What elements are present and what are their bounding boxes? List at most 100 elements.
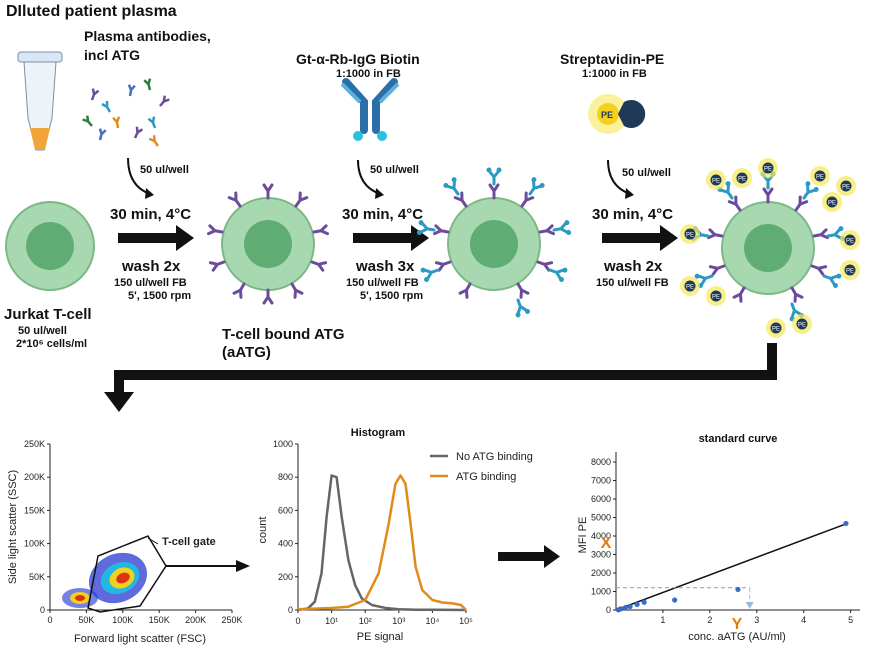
curve-xtick-label: 3 [754,615,759,625]
scatter-ytick-label: 250K [24,439,45,449]
curve-xlabel: conc. aATG (AU/ml) [688,631,786,643]
hist-ytick-label: 400 [278,539,293,549]
step1-heading-line1: Plasma antibodies, [84,28,211,44]
hist-xtick-label: 10¹ [325,616,338,626]
standard-curve-title: standard curve [699,433,778,445]
curve-axes [615,452,860,611]
guide-arrowhead [745,602,754,609]
step2-volume: 50 ul/well [370,164,419,176]
hist-ytick-label: 0 [288,605,293,615]
biotin-antibody-icon [340,78,400,141]
step1-wash-detail1: 150 ul/well FB [114,277,187,289]
curve-xtick-label: 1 [660,615,665,625]
curve-ytick-label: 3000 [591,550,611,560]
flow-connector-arrow [104,343,777,412]
step1-wash-detail2: 5', 1500 rpm [128,290,192,302]
biotin-bound-cell-icon [414,166,574,320]
plasma-antibodies-icon [82,78,170,147]
process-arrow-1 [118,225,194,251]
pe-bound-cell-icon [680,158,860,338]
hist-ytick-label: 1000 [273,439,293,449]
legend-label: No ATG binding [456,451,533,463]
step3-wash: wash 2x [604,258,663,275]
gate-to-histogram-arrow [166,560,250,572]
pe-label: PE [601,110,614,120]
scatter-ytick-label: 100K [24,539,45,549]
histogram-ylabel: count [257,517,269,544]
jurkat-detail2: 2*10⁶ cells/ml [16,338,88,350]
curve-xtick-label: 4 [801,615,806,625]
bound-label-line2: (aATG) [222,344,271,361]
step2-heading: Gt-α-Rb-IgG Biotin [296,51,420,67]
step1-heading-line2: incl ATG [84,47,140,63]
step3-heading: Streptavidin-PE [560,51,665,67]
scatter-xtick-label: 0 [47,615,52,625]
curve-fit-line [615,522,849,611]
hist-xtick-label: 10⁴ [425,616,439,626]
histogram-axes [297,444,466,611]
scatter-axes [49,444,232,611]
curve-point [843,520,849,527]
bound-label-line1: T-cell bound ATG [222,326,345,343]
scatter-ytick-label: 0 [40,605,45,615]
step2-dilution: 1:1000 in FB [336,68,401,80]
process-arrow-2 [353,225,429,251]
step2-incubation: 30 min, 4°C [342,206,424,223]
legend-label: ATG binding [456,471,516,483]
curve-point [634,601,640,608]
curve-ytick-label: 6000 [591,494,611,504]
curve-point [615,607,621,613]
hist-ytick-label: 800 [278,472,293,482]
scatter-xtick-label: 50K [78,615,94,625]
step1-incubation: 30 min, 4°C [110,206,192,223]
t-cell-gate [87,535,167,613]
scatter-density [62,552,148,608]
step1-wash: wash 2x [122,258,181,275]
hist-ytick-label: 200 [278,572,293,582]
hist-xtick-label: 10³ [392,616,405,626]
scatter-xtick-label: 250K [221,615,242,625]
atg-bound-cell-icon [207,183,329,305]
curve-ytick-label: 5000 [591,513,611,523]
curve-point [641,599,647,605]
step3-incubation: 30 min, 4°C [592,206,674,223]
scatter-ytick-label: 150K [24,505,45,515]
jurkat-detail1: 50 ul/well [18,325,67,337]
sample-tube-icon [17,51,63,151]
step3-volume: 50 ul/well [622,167,671,179]
process-arrow-3 [602,225,678,251]
step2-wash-detail2: 5', 1500 rpm [360,290,424,302]
step1-volume: 50 ul/well [140,164,189,176]
curve-xtick-label: 2 [707,615,712,625]
gate-label: T-cell gate [162,536,216,548]
histogram-xlabel: PE signal [357,631,403,643]
curve-ylabel: MFI PE [577,517,589,554]
curve-point [618,606,624,612]
curve-ytick-label: 8000 [591,457,611,467]
curve-ytick-label: 4000 [591,531,611,541]
curve-ytick-label: 0 [606,605,611,615]
workflow-diagram: PE [5,51,860,412]
marker-y: Y [732,616,743,633]
hist-xtick-label: 10⁵ [459,616,473,626]
step3-dilution: 1:1000 in FB [582,68,647,80]
curve-point [622,604,628,611]
hist-series-line-1 [297,474,467,611]
hist-ytick-label: 600 [278,505,293,515]
hist-xtick-label: 10² [359,616,372,626]
curve-xtick-label: 5 [848,615,853,625]
scatter-xlabel: Forward light scatter (FSC) [74,633,206,645]
scatter-ylabel: Side light scatter (SSC) [7,470,19,584]
hist-xtick-label: 0 [295,616,300,626]
hist-series-line-0 [297,474,467,612]
jurkat-label: Jurkat T-cell [4,306,92,323]
step3-wash-detail1: 150 ul/well FB [596,277,669,289]
curve-ytick-label: 2000 [591,568,611,578]
step2-wash: wash 3x [356,258,415,275]
scatter-ytick-label: 50K [29,572,45,582]
curve-ytick-label: 1000 [591,587,611,597]
jurkat-cell-icon [5,201,95,291]
curve-point [627,603,633,610]
histogram-title: Histogram [351,427,406,439]
